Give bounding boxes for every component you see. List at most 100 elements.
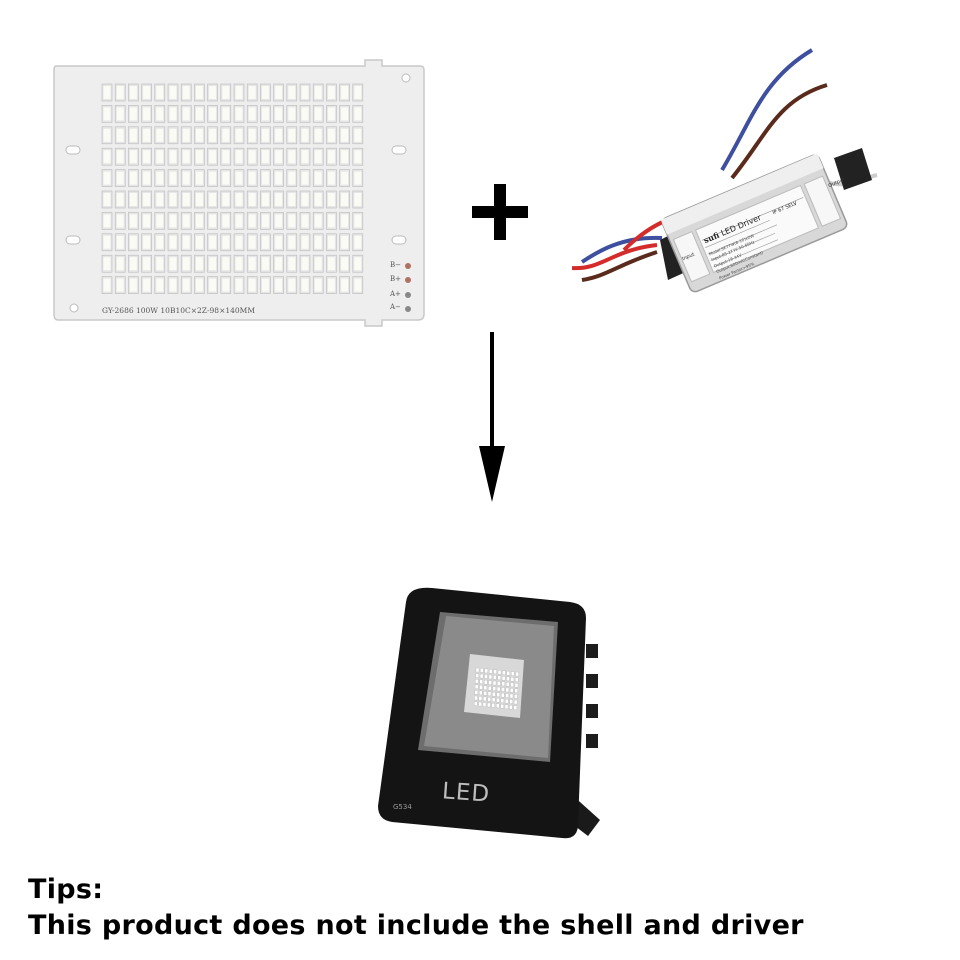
led-chip-lens — [156, 278, 164, 292]
led-chip-lens — [341, 193, 349, 206]
led-chip-lens — [222, 86, 230, 99]
plus-icon — [468, 184, 532, 240]
led-chip-lens — [129, 214, 137, 228]
led-chip-lens — [248, 193, 256, 206]
led-chip-lens — [143, 257, 151, 271]
led-chip-lens — [209, 171, 217, 185]
floodlight-led-chip — [491, 697, 496, 702]
led-chip-lens — [288, 107, 296, 121]
led-chip-lens — [314, 128, 322, 142]
led-chip-lens — [248, 107, 256, 121]
floodlight-led-chip — [480, 668, 484, 673]
floodlight-led-chip — [511, 671, 515, 676]
floodlight-led-chip — [514, 683, 519, 688]
led-chip-lens — [182, 278, 190, 292]
led-chip-lens — [116, 171, 124, 185]
led-chip-lens — [222, 107, 230, 121]
floodlight-led-chip — [505, 699, 509, 704]
led-chip-lens — [156, 257, 164, 271]
pin-label-a-plus: A+ — [390, 290, 401, 298]
led-chip-lens — [195, 214, 203, 228]
board-model-label: GY-2686 100W 10B10C×2Z-98×140MM — [102, 306, 256, 315]
led-chip-lens — [143, 86, 151, 99]
floodlight-led-array — [474, 667, 519, 710]
led-chip-lens — [129, 171, 137, 185]
led-chip-lens — [143, 150, 151, 164]
led-chip-lens — [341, 257, 349, 271]
floodlight-model: G534 — [393, 803, 412, 811]
floodlight-led-chip — [474, 684, 479, 689]
led-chip-lens — [169, 128, 177, 142]
floodlight-logo: LED — [441, 778, 491, 808]
led-chip-lens — [301, 150, 309, 164]
led-chip-lens — [275, 86, 283, 99]
floodlight-led-chip — [500, 698, 505, 703]
led-chip-lens — [314, 107, 322, 121]
led-chip-lens — [301, 171, 309, 185]
led-chip-lens — [354, 257, 362, 271]
led-chip-lens — [222, 128, 230, 142]
floodlight-led-chip — [505, 687, 510, 693]
led-chip-lens — [354, 278, 362, 292]
led-chip-lens — [195, 278, 203, 292]
floodlight-led-chip — [497, 675, 501, 680]
led-chip-lens — [288, 128, 296, 142]
floodlight-led-chip — [488, 680, 492, 685]
led-chip-lens — [103, 278, 111, 292]
led-chip-lens — [222, 150, 230, 164]
led-chip-lens — [103, 214, 111, 228]
floodlight-led-chip — [500, 704, 504, 709]
floodlight-led-chip — [493, 669, 497, 674]
led-pcb-graphic — [53, 59, 425, 327]
floodlight-led-chip — [496, 686, 501, 692]
floodlight-led-chip — [484, 674, 488, 679]
led-chip-lens — [248, 257, 256, 271]
led-chip-lens — [195, 150, 203, 164]
pin-label-b-minus: B− — [390, 261, 402, 269]
floodlight-led-chip — [510, 688, 514, 693]
led-chip-lens — [129, 107, 137, 121]
floodlight-led-chip — [493, 675, 497, 680]
led-chip-lens — [129, 86, 137, 99]
led-chip-lens — [156, 128, 164, 142]
floodlight-led-chip — [484, 679, 488, 685]
floodlight-led-chip — [474, 690, 478, 695]
floodlight-led-chip — [509, 693, 514, 699]
led-chip-lens — [209, 86, 217, 99]
led-chip-lens — [195, 235, 203, 249]
floodlight-led-chip — [496, 692, 500, 697]
led-chip-lens — [235, 214, 243, 228]
led-chip-lens — [275, 171, 283, 185]
floodlight-led-chip — [479, 679, 483, 684]
led-chip-lens — [341, 128, 349, 142]
floodlight-led-chip — [506, 676, 510, 681]
led-chip-lens — [301, 107, 309, 121]
led-chip-lens — [288, 171, 296, 185]
floodlight-led-chip — [475, 673, 479, 678]
led-chip-lens — [195, 128, 203, 142]
floodlight-led-chip — [497, 681, 501, 686]
floodlight-led-chip — [497, 670, 502, 675]
led-chip-lens — [129, 193, 137, 206]
led-chip-lens — [169, 86, 177, 99]
led-chip-lens — [156, 235, 164, 249]
floodlight-led-chip — [513, 705, 517, 710]
led-chip-lens — [248, 86, 256, 99]
led-chip-lens — [116, 193, 124, 206]
led-chip-lens — [314, 150, 322, 164]
led-chip-lens — [327, 171, 335, 185]
tips-title: Tips: — [28, 874, 104, 905]
led-chip-lens — [327, 150, 335, 164]
led-chip-lens — [103, 257, 111, 271]
led-chip-lens — [129, 278, 137, 292]
led-chip-lens — [248, 235, 256, 249]
led-chip-lens — [261, 171, 269, 185]
led-chip-lens — [235, 86, 243, 99]
floodlight-led-chip — [510, 677, 515, 682]
led-chip-lens — [209, 128, 217, 142]
led-chip-lens — [129, 257, 137, 271]
led-chip-lens — [182, 193, 190, 206]
led-chip-lens — [288, 235, 296, 249]
led-chip-lens — [169, 193, 177, 206]
led-driver: sufi LED Driver IP 67 SELV Model:SE77W(8… — [571, 40, 892, 330]
